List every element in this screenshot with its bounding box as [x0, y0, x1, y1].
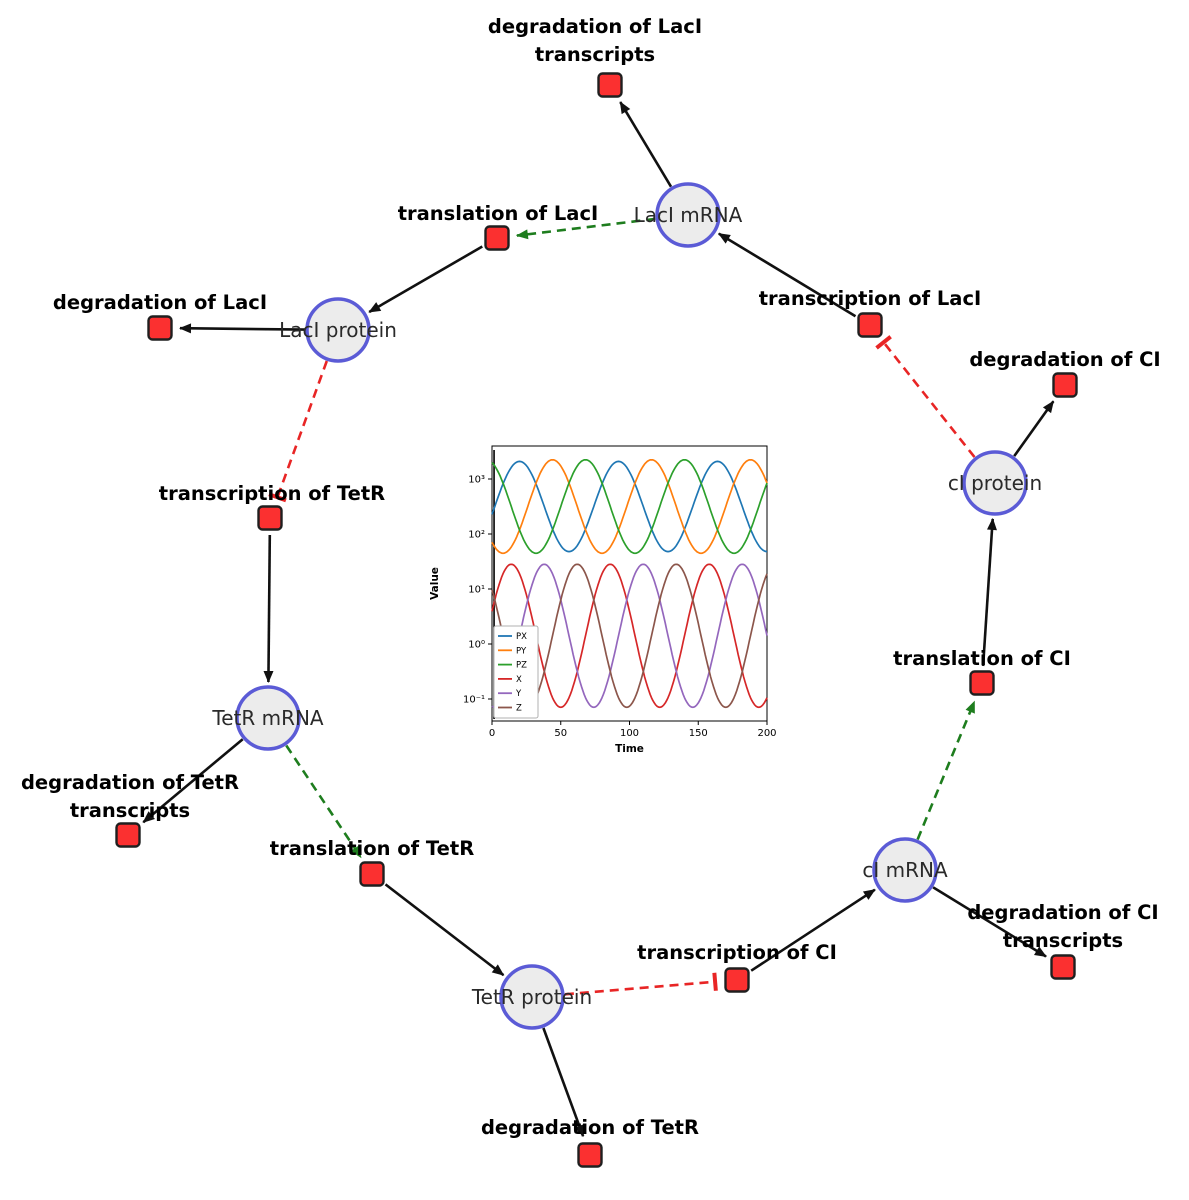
- legend-entry-PY: PY: [516, 646, 527, 656]
- legend-entry-X: X: [516, 675, 522, 685]
- x-tick-label: 50: [554, 728, 567, 739]
- x-axis-label: Time: [615, 743, 644, 755]
- reaction-node-translation-laci[interactable]: [484, 225, 510, 251]
- edge-transcription-tetr-to-tetr-mrna-production: [263, 534, 274, 683]
- edge-tetr-protein-to-transcription-ci-inhibition: [564, 972, 718, 996]
- reaction-node-transcription-tetr[interactable]: [257, 505, 283, 531]
- reaction-node-deg-tetr[interactable]: [577, 1142, 603, 1168]
- series-line-PY: [491, 458, 768, 555]
- reaction-node-transcription-ci[interactable]: [724, 967, 750, 993]
- series-line-PZ: [491, 458, 768, 555]
- reaction-label-transcription-tetr: transcription of TetR: [159, 482, 385, 505]
- legend-entry-Z: Z: [516, 704, 522, 714]
- edge-tetr-protein-to-deg-tetr-consumption: [542, 1027, 585, 1138]
- reaction-node-deg-laci-tx[interactable]: [597, 72, 623, 98]
- y-tick-label: 10²: [468, 530, 485, 541]
- reaction-node-deg-ci-tx[interactable]: [1050, 954, 1076, 980]
- species-label-tetr-protein: TetR protein: [471, 985, 592, 1009]
- reaction-node-translation-ci[interactable]: [969, 670, 995, 696]
- edge-translation-tetr-to-tetr-protein-production: [384, 883, 505, 977]
- reaction-label-transcription-ci: transcription of CI: [637, 941, 837, 964]
- legend-box: [493, 625, 539, 719]
- species-node-tetr-mrna[interactable]: [235, 685, 301, 751]
- edge-tetr-mrna-to-translation-tetr-modifier: [285, 744, 362, 859]
- y-tick-label: 10⁰: [468, 640, 485, 651]
- series-line-Y: [491, 563, 768, 709]
- reaction-node-deg-tetr-tx[interactable]: [115, 822, 141, 848]
- species-label-laci-protein: LacI protein: [279, 318, 397, 342]
- edge-ci-mrna-to-translation-ci-modifier: [916, 700, 976, 840]
- edge-laci-protein-to-transcription-tetr-inhibition: [268, 360, 329, 503]
- species-label-tetr-mrna: TetR mRNA: [211, 706, 324, 730]
- reaction-node-translation-tetr[interactable]: [359, 861, 385, 887]
- edge-ci-protein-to-deg-ci-consumption: [1013, 400, 1055, 457]
- reaction-label-transcription-laci: transcription of LacI: [759, 287, 982, 310]
- legend-entry-PZ: PZ: [516, 661, 527, 671]
- edge-tetr-mrna-to-deg-tetr-tx-consumption: [142, 738, 244, 824]
- legend-entry-PX: PX: [516, 632, 527, 642]
- species-node-tetr-protein[interactable]: [499, 964, 565, 1030]
- reaction-label-translation-laci: translation of LacI: [398, 202, 599, 225]
- species-label-ci-mrna: cI mRNA: [862, 858, 948, 882]
- edge-translation-ci-to-ci-protein-production: [981, 517, 997, 667]
- reaction-label-translation-ci: translation of CI: [893, 647, 1071, 670]
- x-tick-label: 200: [757, 728, 776, 739]
- reaction-label-deg-tetr: degradation of TetR: [481, 1116, 699, 1139]
- reaction-node-deg-ci[interactable]: [1052, 372, 1078, 398]
- series-line-PX: [491, 460, 768, 553]
- edge-transcription-laci-to-laci-mrna-production: [717, 232, 857, 318]
- x-tick-label: 100: [620, 728, 639, 739]
- x-tick-label: 150: [689, 728, 708, 739]
- species-node-ci-mrna[interactable]: [872, 837, 938, 903]
- species-node-ci-protein[interactable]: [962, 450, 1028, 516]
- species-label-ci-protein: cI protein: [948, 471, 1042, 495]
- species-node-laci-protein[interactable]: [305, 297, 371, 363]
- reaction-label-translation-tetr: translation of TetR: [270, 837, 474, 860]
- edge-laci-protein-to-deg-laci-consumption: [179, 323, 306, 334]
- species-label-laci-mrna: LacI mRNA: [634, 203, 743, 227]
- reaction-node-transcription-laci[interactable]: [857, 312, 883, 338]
- edge-transcription-ci-to-ci-mrna-production: [750, 888, 876, 972]
- y-tick-label: 10¹: [468, 585, 485, 596]
- reaction-node-deg-laci[interactable]: [147, 315, 173, 341]
- edge-ci-mrna-to-deg-ci-tx-consumption: [932, 886, 1047, 958]
- y-tick-label: 10³: [468, 475, 485, 486]
- species-node-laci-mrna[interactable]: [655, 182, 721, 248]
- edge-ci-protein-to-transcription-laci-inhibition: [875, 335, 976, 458]
- edge-laci-mrna-to-translation-laci-modifier: [515, 217, 656, 240]
- legend-entry-Y: Y: [515, 689, 522, 699]
- y-tick-label: 10⁻¹: [463, 695, 485, 706]
- edges-layer: [142, 101, 1055, 1138]
- x-tick-label: 0: [489, 728, 495, 739]
- y-axis-label: Value: [429, 567, 441, 600]
- reaction-label-deg-ci: degradation of CI: [969, 348, 1160, 371]
- edge-laci-mrna-to-deg-laci-tx-consumption: [619, 101, 673, 188]
- edge-translation-laci-to-laci-protein-production: [368, 245, 483, 314]
- reaction-label-deg-laci: degradation of LacI: [53, 291, 267, 314]
